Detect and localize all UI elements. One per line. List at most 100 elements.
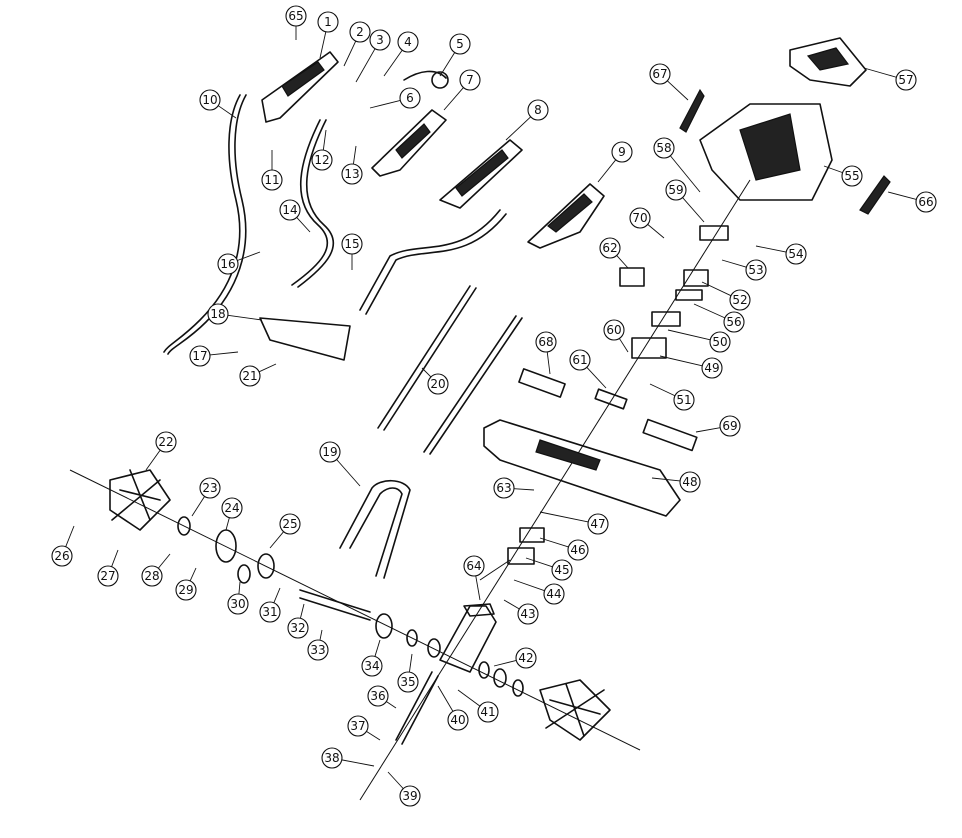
callout-leader-43 [503,599,520,610]
callout-number-16: 16 [220,257,235,271]
callout-12: 12 [311,129,333,171]
callout-leader-46 [539,537,569,548]
callout-leader-22 [145,449,161,471]
callout-leader-37 [366,730,381,741]
callout-circle-38 [321,747,343,769]
callout-circle-63 [493,477,515,499]
callout-circle-40 [447,709,469,731]
callout-circle-22 [155,431,177,453]
callout-number-58: 58 [656,141,671,155]
callout-19: 19 [319,441,361,487]
callout-number-12: 12 [314,153,329,167]
callout-54: 54 [755,243,807,265]
callout-circle-14 [279,199,301,221]
callout-circle-13 [341,163,363,185]
callout-33: 33 [307,629,329,661]
callout-circle-51 [673,389,695,411]
callout-69: 69 [695,415,741,437]
callout-leader-21 [258,363,277,373]
callout-leader-5 [439,52,456,77]
callout-circle-15 [341,233,363,255]
callout-leader-16 [237,251,261,261]
callout-10: 10 [199,89,237,119]
callout-circle-28 [141,565,163,587]
handle-cover-right [371,109,447,177]
callout-circle-69 [719,415,741,437]
callout-number-43: 43 [520,607,535,621]
callout-circle-31 [259,601,281,623]
callout-number-26: 26 [54,549,69,563]
callout-circle-16 [217,253,239,275]
callout-leader-8 [505,116,532,141]
callout-24: 24 [221,497,243,531]
callout-number-21: 21 [242,369,257,383]
callout-circle-65 [285,5,307,27]
callout-number-19: 19 [322,445,337,459]
callout-leader-48 [651,477,681,482]
callout-leader-49 [659,355,703,367]
callout-circle-49 [701,357,723,379]
gearbox-housing [439,603,497,673]
callout-number-65: 65 [288,9,303,23]
handle-side-bars [377,285,523,455]
callout-circle-55 [841,165,863,187]
callout-leader-29 [189,567,197,582]
callout-59: 59 [665,179,705,223]
callout-number-64: 64 [466,559,481,573]
callout-leader-50 [667,329,711,341]
callout-leader-33 [319,629,323,641]
callout-leader-62 [616,255,629,269]
callout-leader-4 [383,49,403,77]
callout-circle-62 [599,237,621,259]
callout-circle-52 [729,289,751,311]
callout-number-48: 48 [682,475,697,489]
lower-coupling [507,527,545,565]
u-bracket [339,479,411,579]
callout-leader-56 [693,303,726,319]
callout-circle-59 [665,179,687,201]
callout-number-28: 28 [144,569,159,583]
callout-39: 39 [387,771,421,807]
callout-number-25: 25 [282,517,297,531]
callout-53: 53 [721,259,767,281]
callout-circle-1 [317,11,339,33]
callout-1: 1 [317,11,339,59]
callout-23: 23 [191,477,221,517]
callout-number-51: 51 [676,393,691,407]
hubs-and-washers [177,516,524,697]
callout-number-46: 46 [570,543,585,557]
callout-leader-27 [111,549,119,567]
callout-leader-44 [513,579,545,592]
callout-leader-12 [322,129,327,151]
callout-leader-31 [273,587,281,603]
callout-leader-18 [227,314,263,321]
callout-leader-9 [597,159,617,183]
callout-circle-41 [477,701,499,723]
callout-number-34: 34 [364,659,379,673]
callout-number-52: 52 [732,293,747,307]
callout-circle-19 [319,441,341,463]
callout-leader-17 [209,351,239,356]
handle-upper-tube [291,119,335,288]
callout-circle-56 [723,311,745,333]
callout-number-20: 20 [430,377,445,391]
callout-circle-46 [567,539,589,561]
callout-leader-60 [618,338,629,353]
callout-number-1: 1 [324,15,332,29]
callout-27: 27 [97,549,119,587]
callout-leader-1 [319,31,327,59]
callout-leader-54 [755,245,787,253]
callout-leader-51 [649,383,676,397]
callout-circle-42 [515,647,537,669]
callout-circle-61 [569,349,591,371]
callout-circle-43 [517,603,539,625]
callout-circle-67 [649,63,671,85]
callout-number-7: 7 [466,73,474,87]
callout-48: 48 [651,471,701,493]
callout-leader-68 [546,351,551,375]
callout-leader-38 [341,759,375,767]
tine-left [109,469,171,531]
callout-44: 44 [513,579,565,605]
